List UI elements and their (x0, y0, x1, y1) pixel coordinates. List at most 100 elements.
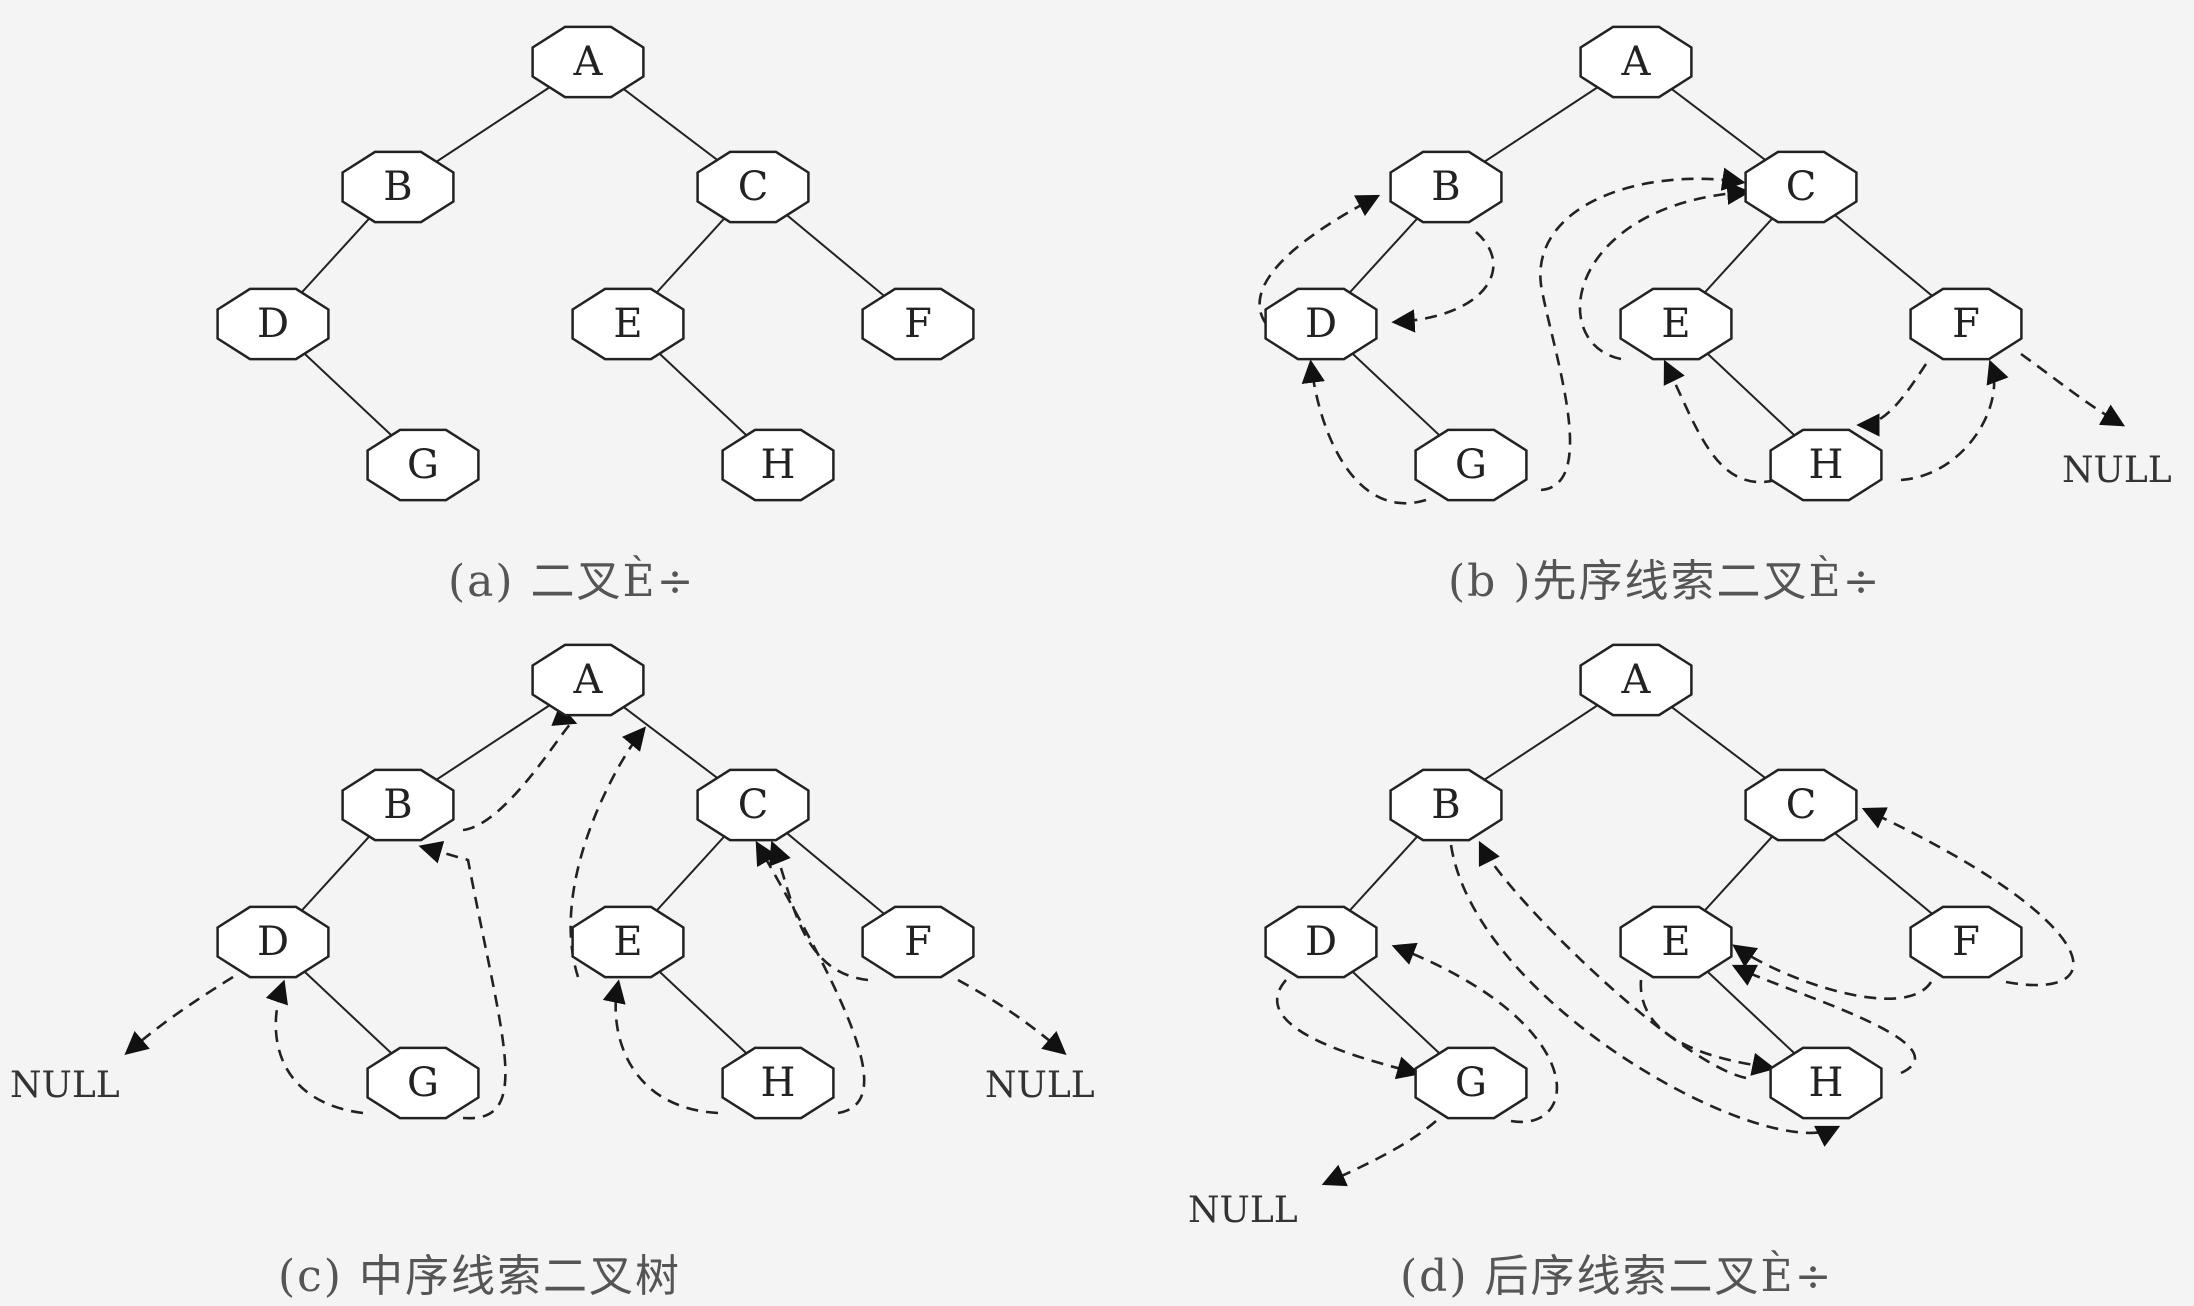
null-label-c-1: NULL (985, 1065, 1095, 1106)
thread-arrow-c-3 (462, 704, 578, 832)
thread-arrow-d-0 (1275, 979, 1421, 1080)
node-shape (721, 1046, 835, 1120)
caption-preorder-threaded: (b )先序线索二叉È÷ (1448, 556, 1882, 607)
tree-node-c-d: D (216, 905, 330, 979)
node-shape (341, 768, 455, 842)
node-shape (861, 287, 975, 361)
thread-arrow-c-0 (124, 975, 234, 1056)
node-shape (1769, 1046, 1883, 1120)
thread-arrow-d-4 (1478, 840, 1747, 1080)
tree-node-b-a: A (1579, 25, 1693, 99)
node-shape (1744, 768, 1858, 842)
tree-node-d-d: D (1264, 905, 1378, 979)
tree-node-c-c: C (696, 768, 810, 842)
thread-arrow-b-1 (1391, 231, 1495, 333)
node-shape (721, 428, 835, 502)
node-shape (1414, 1046, 1528, 1120)
tree-node-b-c: C (1744, 150, 1858, 224)
node-shape (861, 905, 975, 979)
tree-node-b-e: E (1619, 287, 1733, 361)
node-label: F (1952, 301, 1980, 347)
node-label: C (1786, 782, 1817, 828)
node-label: G (1455, 1060, 1487, 1106)
node-label: F (904, 301, 932, 347)
node-label: B (1431, 164, 1460, 210)
node-shape (1264, 287, 1378, 361)
tree-node-c-e: E (571, 905, 685, 979)
tree-node-a-a: A (531, 25, 645, 99)
thread-arrow-d-8 (1861, 807, 2075, 987)
thread-arrow-d-3 (1449, 844, 1841, 1147)
tree-node-a-b: B (341, 150, 455, 224)
tree-node-a-h: H (721, 428, 835, 502)
tree-node-b-f: F (1909, 287, 2023, 361)
node-label: E (613, 301, 642, 347)
tree-node-c-h: H (721, 1046, 835, 1120)
node-label: D (1305, 919, 1337, 965)
thread-arrow-c-1 (265, 979, 364, 1115)
thread-arrow-c-4 (569, 726, 646, 978)
node-shape (216, 287, 330, 361)
thread-arrow-d-5 (1639, 979, 1776, 1076)
tree-node-d-e: E (1619, 905, 1733, 979)
thread-arrow-c-6 (755, 840, 866, 1115)
thread-arrow-b-7 (1900, 359, 2009, 482)
node-label: B (1431, 782, 1460, 828)
node-label: E (1661, 919, 1690, 965)
node-shape (1769, 428, 1883, 502)
node-label: A (573, 657, 604, 703)
thread-arrow-b-5 (1663, 359, 1777, 484)
thread-arrow-d-6 (1731, 964, 1917, 1075)
caption-binary-tree: (a) 二叉È÷ (448, 556, 696, 607)
node-label: H (761, 1060, 796, 1106)
node-shape (1579, 25, 1693, 99)
null-label-d-0: NULL (1188, 1190, 1298, 1231)
node-label: C (738, 782, 769, 828)
tree-node-c-b: B (341, 768, 455, 842)
node-label: D (1305, 301, 1337, 347)
node-shape (1619, 287, 1733, 361)
node-label: D (257, 301, 289, 347)
null-label-c-0: NULL (10, 1065, 120, 1106)
node-label: F (904, 919, 932, 965)
node-label: A (573, 39, 604, 85)
thread-arrow-d-2 (1391, 942, 1559, 1124)
node-label: H (1809, 442, 1844, 488)
tree-node-d-c: C (1744, 768, 1858, 842)
node-label: B (383, 782, 412, 828)
tree-node-a-g: G (366, 428, 480, 502)
node-shape (531, 25, 645, 99)
tree-node-d-f: F (1909, 905, 2023, 979)
thread-arrow-b-2 (1301, 359, 1427, 505)
node-label: A (1621, 657, 1652, 703)
node-shape (1909, 287, 2023, 361)
node-shape (531, 643, 645, 717)
tree-node-d-h: H (1769, 1046, 1883, 1120)
node-label: E (613, 919, 642, 965)
node-label: E (1661, 301, 1690, 347)
node-label: D (257, 919, 289, 965)
tree-node-c-f: F (861, 905, 975, 979)
tree-node-d-g: G (1414, 1046, 1528, 1120)
thread-arrow-d-7 (1732, 944, 1933, 1000)
node-shape (696, 768, 810, 842)
node-shape (1389, 768, 1503, 842)
node-label: H (761, 442, 796, 488)
node-shape (1909, 905, 2023, 979)
node-label: H (1809, 1060, 1844, 1106)
thread-arrow-c-2 (418, 840, 507, 1120)
node-label: A (1621, 39, 1652, 85)
thread-arrows-layer (124, 167, 2126, 1187)
node-label: C (738, 164, 769, 210)
thread-arrow-b-8 (2020, 352, 2126, 427)
node-label: B (383, 164, 412, 210)
node-shape (1264, 905, 1378, 979)
node-label: G (1455, 442, 1487, 488)
node-shape (696, 150, 810, 224)
tree-node-a-f: F (861, 287, 975, 361)
node-shape (1414, 428, 1528, 502)
tree-node-c-a: A (531, 643, 645, 717)
thread-arrow-c-8 (957, 978, 1067, 1056)
